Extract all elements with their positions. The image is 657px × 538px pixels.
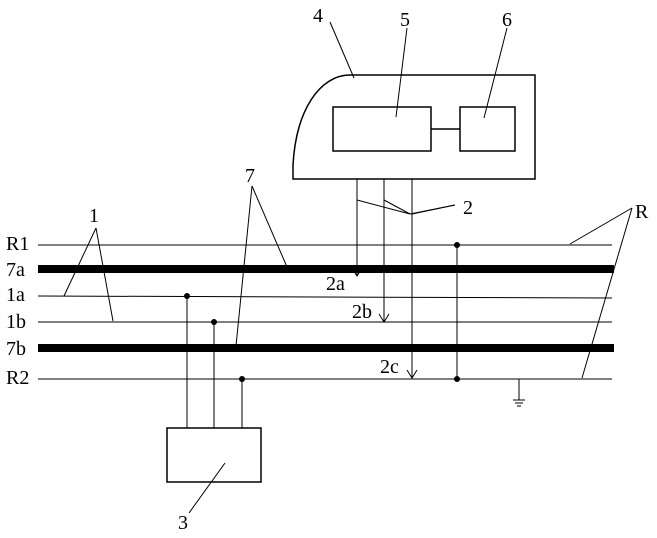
leader-4 — [330, 22, 354, 78]
label-7b: 7b — [6, 338, 26, 360]
junction-dot — [211, 319, 217, 325]
label-2a: 2a — [326, 273, 345, 295]
junction-dot — [184, 293, 190, 299]
vehicle-body — [293, 75, 535, 179]
leader-3 — [189, 463, 225, 513]
label-1: 1 — [89, 205, 99, 227]
label-3: 3 — [178, 512, 188, 534]
label-R: R — [635, 201, 649, 223]
leader-R — [582, 208, 632, 378]
leader-7 — [252, 186, 287, 267]
unit-5-box — [333, 107, 431, 151]
unit-3-box — [167, 428, 261, 482]
leader-1 — [96, 228, 113, 321]
label-R1: R1 — [6, 233, 29, 255]
rail-1a — [38, 296, 612, 298]
label-2c: 2c — [380, 356, 399, 378]
leader-5 — [396, 28, 407, 117]
label-R2: R2 — [6, 367, 29, 389]
label-7a: 7a — [6, 259, 25, 281]
leader-2 — [384, 200, 410, 214]
leader-6 — [484, 28, 507, 118]
label-2: 2 — [463, 197, 473, 219]
label-5: 5 — [400, 9, 410, 31]
label-7: 7 — [245, 165, 255, 187]
unit-6-box — [460, 107, 515, 151]
label-2b: 2b — [352, 301, 372, 323]
label-1a: 1a — [6, 284, 25, 306]
label-4: 4 — [313, 5, 323, 27]
junction-dot — [454, 376, 460, 382]
leader-1 — [64, 228, 96, 296]
junction-dot — [454, 242, 460, 248]
junction-dot — [239, 376, 245, 382]
label-6: 6 — [502, 9, 512, 31]
label-1b: 1b — [6, 311, 26, 333]
leader-2 — [412, 205, 455, 214]
